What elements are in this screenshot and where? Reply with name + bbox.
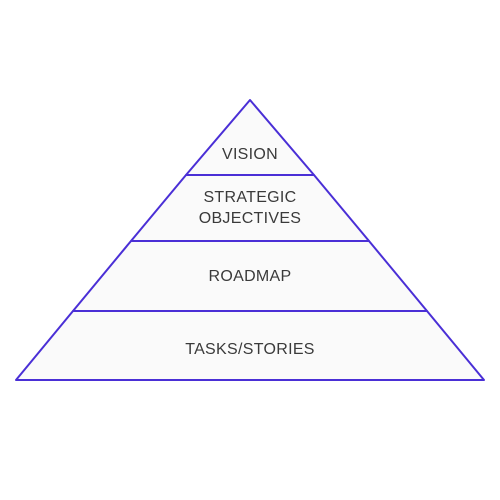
pyramid-layer-strategic-objectives: STRATEGIC OBJECTIVES — [130, 174, 370, 242]
vision-label: VISION — [222, 146, 278, 163]
vision-layer-shape — [185, 99, 315, 176]
strategic-objectives-label-line-2: OBJECTIVES — [199, 210, 302, 227]
pyramid-layer-roadmap: ROADMAP — [72, 240, 428, 312]
tasks-stories-label: TASKS/STORIES — [185, 341, 315, 358]
roadmap-label: ROADMAP — [209, 268, 292, 285]
tasks-stories-layer-shape — [15, 310, 485, 381]
strategic-objectives-label-line-1: STRATEGIC — [203, 189, 296, 206]
strategic-objectives-layer-shape — [130, 174, 370, 242]
pyramid-layer-tasks-stories: TASKS/STORIES — [15, 310, 485, 381]
pyramid-layer-vision: VISION — [185, 99, 315, 176]
